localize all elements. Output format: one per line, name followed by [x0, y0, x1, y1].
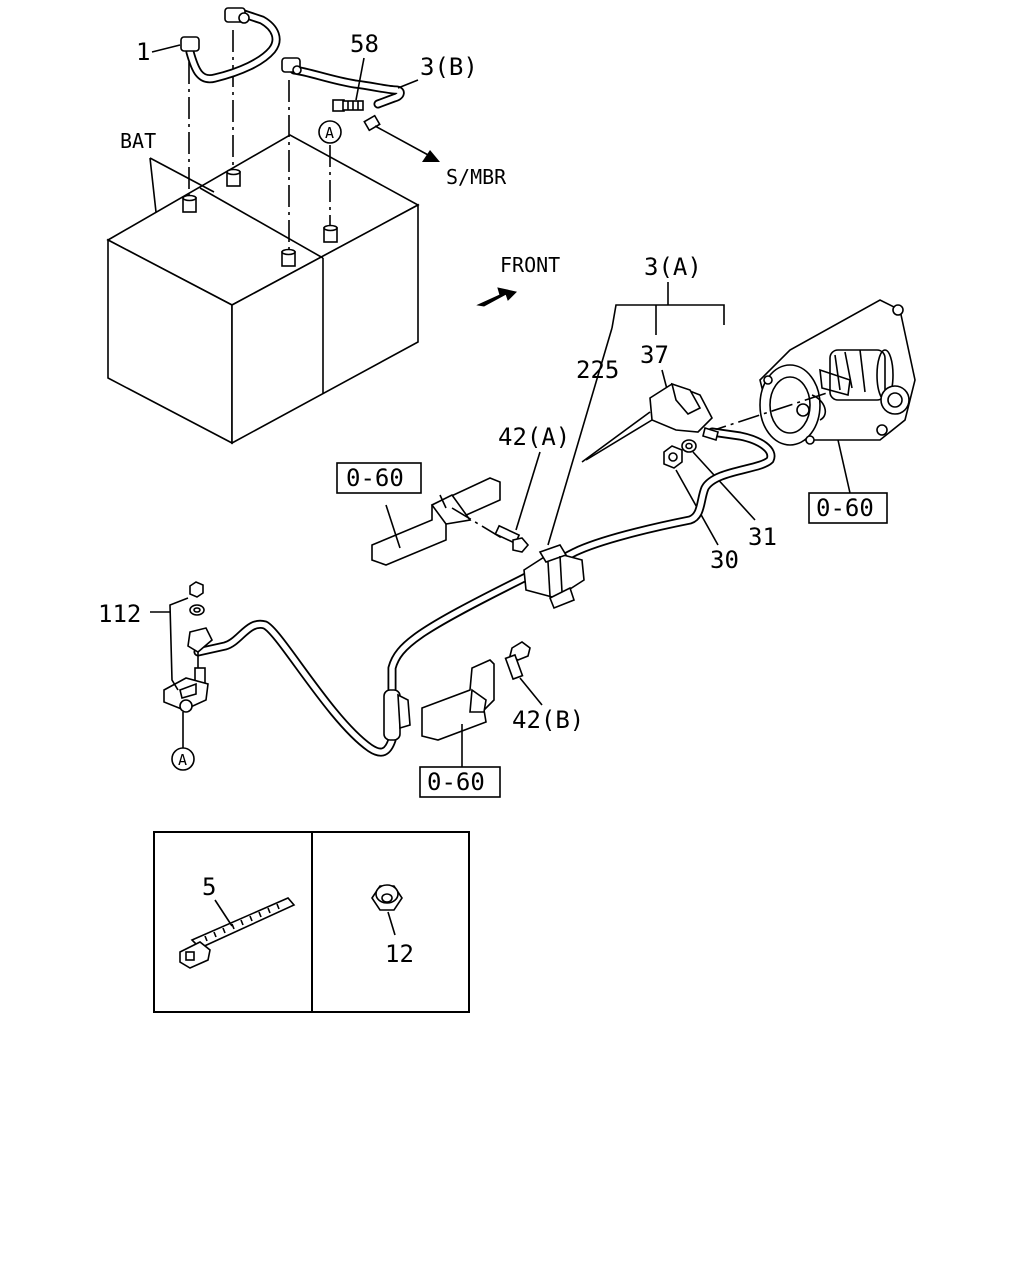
- terminal-boot-37: [581, 382, 713, 463]
- label-58: 58: [350, 30, 379, 58]
- clamp-225: [523, 544, 585, 610]
- label-1: 1: [136, 38, 150, 66]
- label-3a: 3(A): [644, 253, 702, 281]
- bolt-42b: [504, 641, 531, 681]
- washer-31: [681, 439, 697, 453]
- label-30: 30: [710, 546, 739, 574]
- front-arrow-icon: [476, 287, 517, 307]
- bolt-42a: [451, 507, 530, 553]
- battery: [106, 30, 420, 445]
- nut-30: [663, 445, 683, 469]
- label-3b: 3(B): [420, 53, 478, 81]
- label-112: 112: [98, 600, 141, 628]
- ref-circle-a-top: A: [318, 120, 342, 144]
- cable-grommet: [383, 689, 411, 741]
- ref-box-0-60-upper: [336, 462, 422, 494]
- svg-text:A: A: [178, 751, 187, 769]
- cable-tie-5: [179, 897, 296, 969]
- starter-motor: [759, 299, 916, 446]
- label-42a: 42(A): [498, 423, 570, 451]
- svg-text:A: A: [325, 124, 334, 142]
- nut-12: [371, 884, 403, 911]
- label-smbr: S/MBR: [446, 165, 507, 189]
- ref-text-0-60-starter: 0-60: [816, 494, 874, 522]
- label-5: 5: [202, 873, 216, 901]
- ref-text-0-60-lower: 0-60: [427, 768, 485, 796]
- label-bat: BAT: [120, 129, 156, 153]
- label-42b: 42(B): [512, 706, 584, 734]
- ref-text-0-60-upper: 0-60: [346, 464, 404, 492]
- label-225: 225: [576, 356, 619, 384]
- bracket-lower: [421, 659, 495, 741]
- bolt-58: [332, 99, 364, 112]
- label-front: FRONT: [500, 253, 560, 277]
- detail-box: [153, 831, 470, 1013]
- label-31: 31: [748, 523, 777, 551]
- label-37: 37: [640, 341, 669, 369]
- starter-cable-3a: [193, 426, 776, 757]
- battery-jumper-cable: [180, 7, 281, 84]
- cable-3b: [281, 57, 405, 132]
- ref-circle-a-bottom: A: [171, 747, 195, 771]
- bracket-upper: [371, 477, 501, 566]
- ref-box-0-60-starter: [808, 492, 888, 524]
- ref-box-0-60-lower: [419, 766, 501, 798]
- label-12: 12: [385, 940, 414, 968]
- battery-terminals: [182, 168, 338, 267]
